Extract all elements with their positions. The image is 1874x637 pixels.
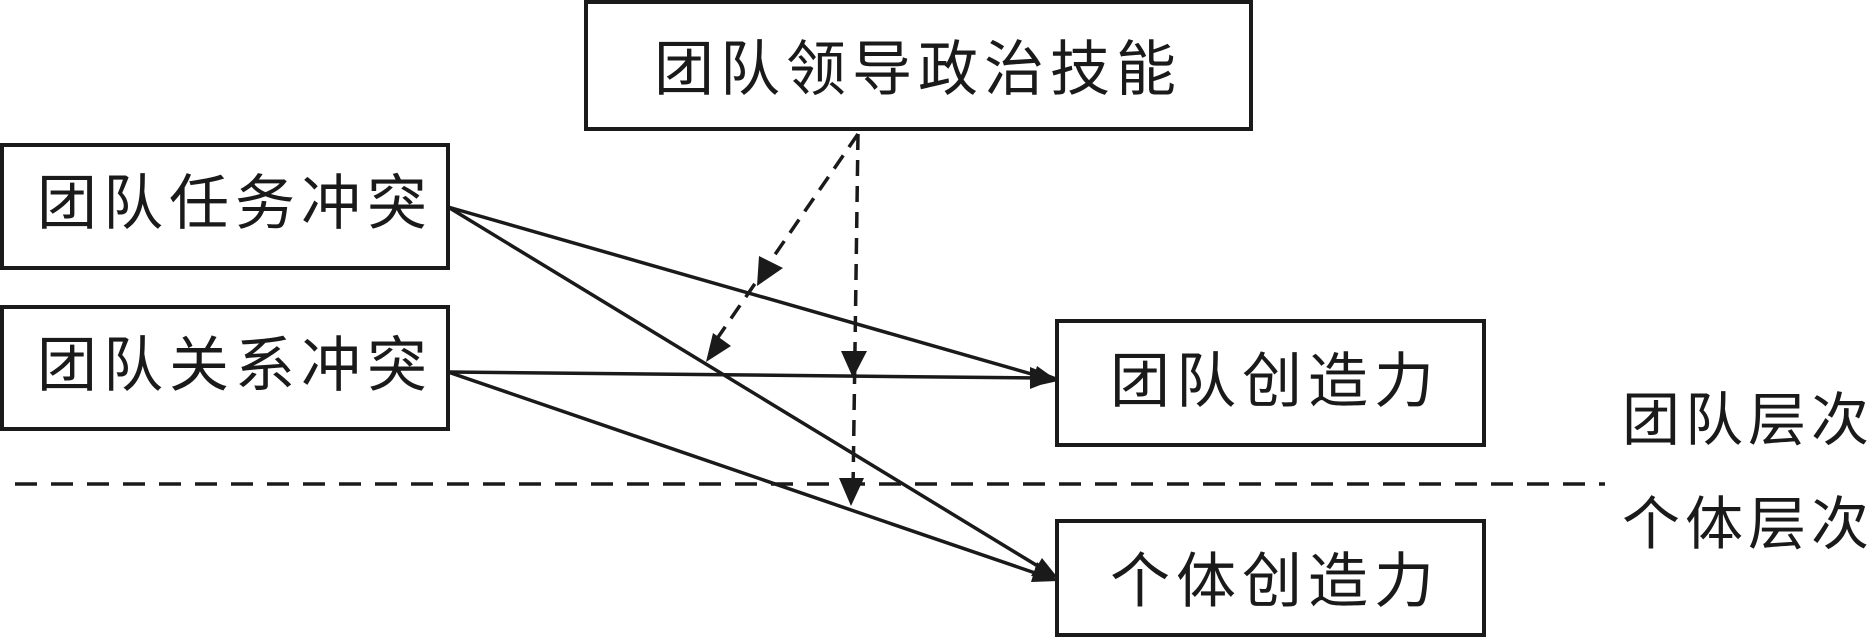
moderator-box: 团队领导政治技能 [584,0,1253,131]
task-conflict-box: 团队任务冲突 [0,143,450,270]
team-creativity-box: 团队创造力 [1055,319,1486,447]
edge-relation-to-team [447,370,1043,380]
individual-creativity-box: 个体创造力 [1055,519,1486,637]
team-level-label: 团队层次 [1622,386,1874,454]
arrowhead-moderator-left-lower [706,333,731,362]
team-creativity-label: 团队创造力 [1110,347,1440,417]
relation-conflict-label: 团队关系冲突 [37,331,433,401]
arrowhead-moderator-vertical-upper [841,351,867,378]
moderator-label: 团队领导政治技能 [654,35,1182,105]
arrowhead-relation-to-individual [1031,562,1058,582]
individual-level-label: 个体层次 [1622,490,1874,558]
task-conflict-label: 团队任务冲突 [37,169,433,239]
edge-task-to-individual [447,205,1042,570]
relation-conflict-box: 团队关系冲突 [0,305,450,431]
edge-relation-to-individual [447,370,1042,577]
edge-task-to-team [447,205,1043,379]
edge-moderator-dashed-left [710,133,860,347]
arrowhead-moderator-left-upper [757,256,783,286]
individual-creativity-label: 个体创造力 [1110,547,1440,617]
edge-moderator-dashed-vertical [851,133,860,491]
arrowhead-moderator-vertical-lower [839,478,864,506]
arrowhead-relation-to-team [1030,367,1058,389]
